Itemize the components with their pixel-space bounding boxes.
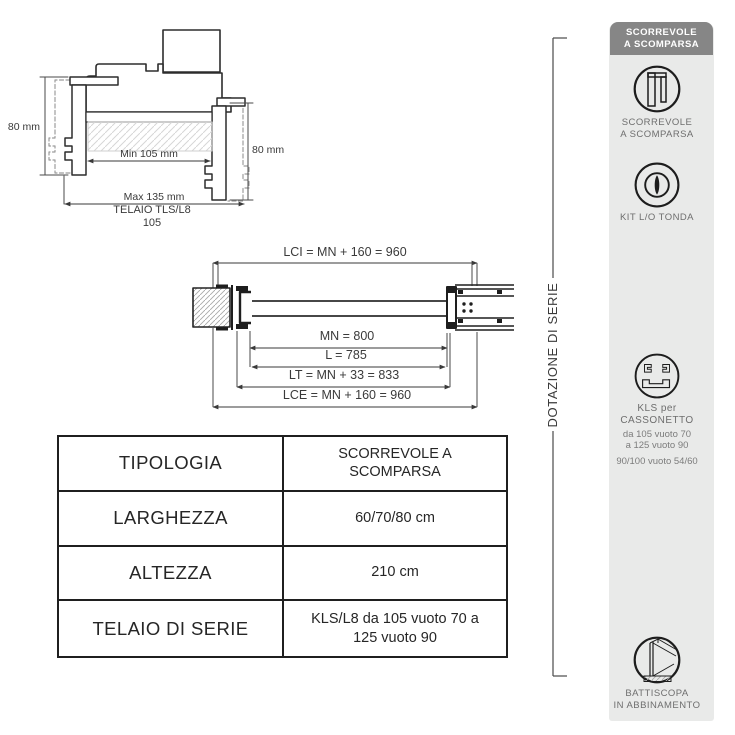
dotazione-bracket: DOTAZIONE DI SERIE [545,37,567,677]
frame-c-profile [238,290,251,325]
wall-block [192,287,231,328]
table-row-value: KLS/L8 da 105 vuoto 70 a 125 vuoto 90 [311,610,479,646]
table-row-label: TELAIO DI SERIE [59,601,284,656]
jamb-profile-left [64,84,87,176]
spec-table: TIPOLOGIA SCORREVOLE A SCOMPARSA LARGHEZ… [57,435,508,658]
vertical-section-drawing: 80 mm 80 mm Min 105 mm Max 135 mm TELAIO… [8,29,284,229]
ghost-profile-left [48,79,71,174]
dim-left-label: 80 mm [8,121,40,133]
round-lock-kit-icon [634,162,680,208]
table-row-value: SCORREVOLE A SCOMPARSA [284,437,506,492]
table-row-label: ALTEZZA [59,546,284,602]
cassonetto-detail [446,284,514,331]
jamb-profile-right [204,105,227,201]
dim-lt-label: LT = MN + 33 = 833 [289,368,399,382]
wall-hatch [87,121,213,152]
table-row-label: TIPOLOGIA [59,437,284,492]
sidebar-item-subtext: da 105 vuoto 70 a 125 vuoto 90 [622,429,692,451]
sidebar-item-label: BATTISCOPA IN ABBINAMENTO [613,688,701,711]
sidebar-item-label: SCORREVOLE A SCOMPARSA [620,117,694,140]
sidebar-item-kit-tonda: KIT L/O TONDA [609,161,714,224]
bracket-label: DOTAZIONE DI SERIE [545,283,560,428]
dim-lci-label: LCI = MN + 160 = 960 [283,245,406,259]
sidebar-item-label: KIT L/O TONDA [620,212,694,223]
horizontal-section-drawing: LCI = MN + 160 = 960 [192,245,514,410]
dim-right-label: 80 mm [252,144,284,156]
frame-caption-line2: 105 [143,217,161,229]
sidebar-item-label: KLS per CASSONETTO [620,403,694,426]
table-row-label: LARGHEZZA [59,491,284,547]
skirting-board-icon [633,636,681,684]
dim-lce-label: LCE = MN + 160 = 960 [283,388,411,402]
ghost-profile-right [227,103,250,202]
frame-caption-line1: TELAIO TLS/L8 [113,204,190,216]
dim-mn-label: MN = 800 [320,329,375,343]
frame-profiles-icon [634,353,680,399]
sidebar-item-battiscopa: BATTISCOPA IN ABBINAMENTO [609,635,714,711]
pocket-sliding-door-icon [633,65,681,113]
dim-l-label: L = 785 [325,348,367,362]
dim-max-label: Max 135 mm [124,191,185,203]
table-row-value: 60/70/80 cm [284,492,506,547]
door-leaf-section [162,29,221,73]
table-row-value: 210 cm [284,547,506,602]
dotazione-sidebar: SCORREVOLE A SCOMPARSA SCORREVOLE A SCOM… [609,22,714,721]
sidebar-item-scorrevole: SCORREVOLE A SCOMPARSA [609,64,714,140]
sidebar-header: SCORREVOLE A SCOMPARSA [610,22,713,55]
dim-min-label: Min 105 mm [120,148,178,160]
sidebar-item-subtext: 90/100 vuoto 54/60 [616,456,698,467]
sidebar-item-kls-cassonetto: KLS per CASSONETTO da 105 vuoto 70 a 125… [609,352,714,467]
